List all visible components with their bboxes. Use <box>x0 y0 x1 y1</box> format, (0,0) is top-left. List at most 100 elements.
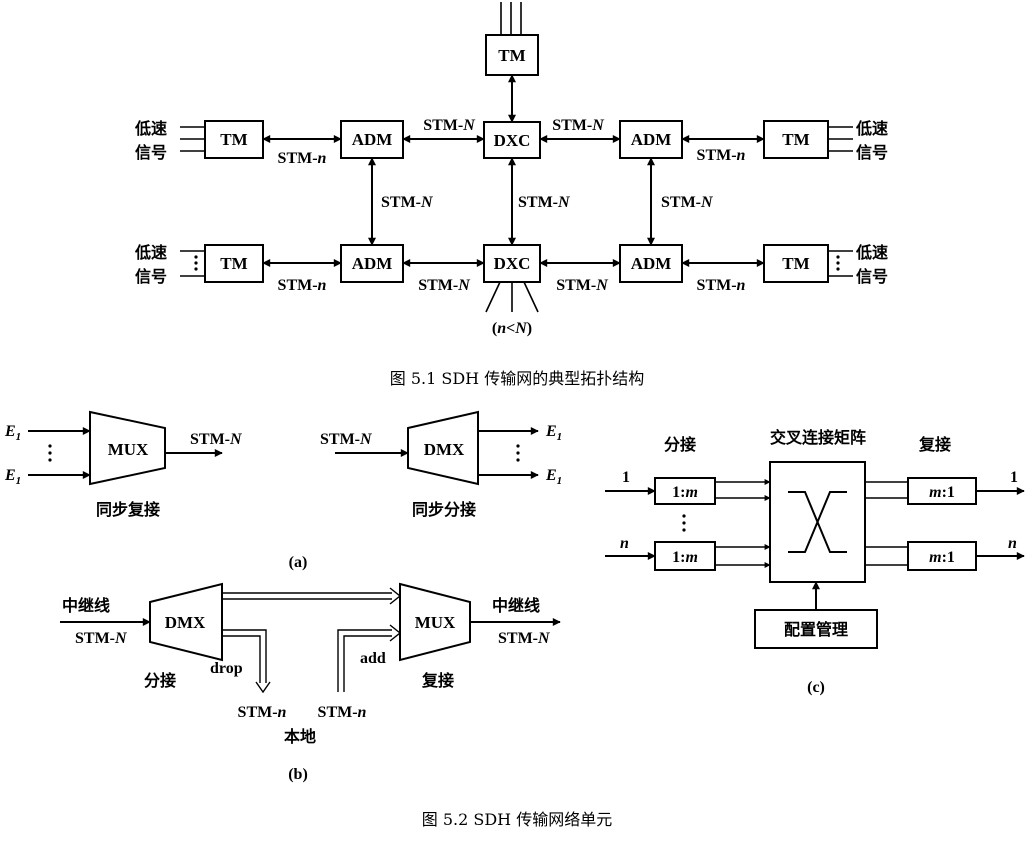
ellipsis-dot <box>516 444 520 448</box>
dxc-row2-label: DXC <box>494 254 531 273</box>
mux-output-label: STM-N <box>190 431 243 448</box>
dmx-input-label: STM-N <box>320 431 373 448</box>
ellipsis-dot <box>194 267 198 271</box>
tm-row1-left-label: TM <box>220 130 247 149</box>
label-stm-N: STM-N <box>418 277 471 294</box>
tm-row2-right-label: TM <box>782 254 809 273</box>
mux-label: MUX <box>108 440 149 459</box>
input-1-label: 1 <box>622 469 630 486</box>
split-box-n-label: 1:m <box>672 549 698 566</box>
output-1-label: 1 <box>1010 469 1018 486</box>
fig2a-label: (a) <box>289 554 308 571</box>
adm-row2-left-label: ADM <box>352 254 393 273</box>
trunk-out-label: 中继线 <box>492 596 540 615</box>
label-stm-n: STM-n <box>278 150 327 167</box>
tm-row1-right-label: TM <box>782 130 809 149</box>
matrix-title: 交叉连接矩阵 <box>770 428 866 447</box>
ellipsis-dot <box>194 261 198 265</box>
matrix-cross-path <box>788 491 847 553</box>
top-tm-label: TM <box>498 46 525 65</box>
adm-row1-left <box>340 120 404 159</box>
ellipsis-dot <box>682 514 686 518</box>
low-speed-text: 信号 <box>856 143 888 162</box>
low-speed-text: 低速 <box>855 243 888 262</box>
fig1-caption: 图 5.1 SDH 传输网的典型拓扑结构 <box>390 369 644 388</box>
dmx-label: DMX <box>424 440 465 459</box>
ellipsis-dot <box>194 255 198 259</box>
dmx-caption: 同步分接 <box>412 500 476 519</box>
drop-double-line <box>222 629 267 683</box>
adm-row2-right-label: ADM <box>631 254 672 273</box>
adm-dmx-label: DMX <box>165 613 206 632</box>
fig2-caption: 图 5.2 SDH 传输网络单元 <box>422 810 612 829</box>
fig2b-add-drop: DMX 中继线 STM-N 分接 MUX 中继线 STM-N 复接 drop a… <box>60 582 561 783</box>
tm-row2-left-label: TM <box>220 254 247 273</box>
mux-caption: 同步复接 <box>96 500 160 519</box>
ellipsis-dot <box>516 458 520 462</box>
dxc-fan-line <box>523 281 539 313</box>
merge-box-1 <box>907 477 977 505</box>
low-speed-text: 信号 <box>135 143 167 162</box>
e1-label: E1 <box>545 467 562 487</box>
label-stm-N: STM-N <box>661 194 714 211</box>
ellipsis-dot <box>48 451 52 455</box>
trunk-in-stm: STM-N <box>75 630 128 647</box>
adm-dmx-trapezoid <box>149 582 223 662</box>
fig2c-label: (c) <box>807 679 825 696</box>
fig2c-cross-connect: 分接 交叉连接矩阵 复接 1:m 1:m m:1 m:1 1 n <box>605 428 1025 696</box>
low-speed-text: 信号 <box>856 267 888 286</box>
drop-arrow-head <box>255 681 271 694</box>
low-speed-text: 低速 <box>855 119 888 138</box>
split-box-n <box>654 541 716 571</box>
e1-label: E1 <box>4 467 21 487</box>
condition-n-less-N: (n<N) <box>492 320 532 337</box>
merge-title: 复接 <box>918 435 951 454</box>
low-speed-text: 信号 <box>135 267 167 286</box>
label-stm-N: STM-N <box>381 194 434 211</box>
dxc-fan-line <box>485 281 501 313</box>
adm-mux-trapezoid <box>399 582 471 662</box>
low-speed-text: 低速 <box>134 243 167 262</box>
e1-label: E1 <box>4 423 21 443</box>
trunk-out-stm: STM-N <box>498 630 551 647</box>
label-stm-N: STM-N <box>518 194 571 211</box>
trunk-in-label: 中继线 <box>62 596 110 615</box>
config-management-label: 配置管理 <box>784 620 848 639</box>
split-box-1-label: 1:m <box>672 484 698 501</box>
fig1-topology: TM TM ADM DXC ADM TM TM ADM DXC ADM TM <box>134 2 888 388</box>
add-arrow-head <box>389 624 402 642</box>
ellipsis-dot <box>48 444 52 448</box>
add-double-line <box>337 629 392 692</box>
add-label: add <box>360 650 386 667</box>
drop-label: drop <box>210 660 243 677</box>
label-stm-n: STM-n <box>697 147 746 164</box>
merge-box-n-label: m:1 <box>929 549 955 566</box>
split-title: 分接 <box>664 435 696 454</box>
ellipsis-dot <box>836 261 840 265</box>
fig2b-label: (b) <box>288 766 308 783</box>
add-double-line <box>343 635 392 692</box>
tm-row1-left <box>204 120 264 159</box>
top-tm-box <box>485 34 539 76</box>
merge-box-1-label: m:1 <box>929 484 955 501</box>
mux-trapezoid <box>89 410 166 486</box>
ellipsis-dot <box>836 267 840 271</box>
low-speed-text: 低速 <box>134 119 167 138</box>
ellipsis-dot <box>516 451 520 455</box>
ellipsis-dot <box>48 458 52 462</box>
label-stm-N: STM-N <box>556 277 609 294</box>
adm-row1-left-label: ADM <box>352 130 393 149</box>
ellipsis-dot <box>682 521 686 525</box>
adm-mux-label: MUX <box>415 613 456 632</box>
mux-caption: 复接 <box>421 671 454 690</box>
label-stm-n: STM-n <box>697 277 746 294</box>
ellipsis-dot <box>682 528 686 532</box>
local-label: 本地 <box>284 727 316 746</box>
input-n-label: n <box>620 535 629 552</box>
through-arrow-head <box>389 587 402 605</box>
label-stm-N: STM-N <box>423 117 476 134</box>
dxc-row1-label: DXC <box>494 131 531 150</box>
add-stm: STM-n <box>318 704 367 721</box>
label-stm-n: STM-n <box>278 277 327 294</box>
